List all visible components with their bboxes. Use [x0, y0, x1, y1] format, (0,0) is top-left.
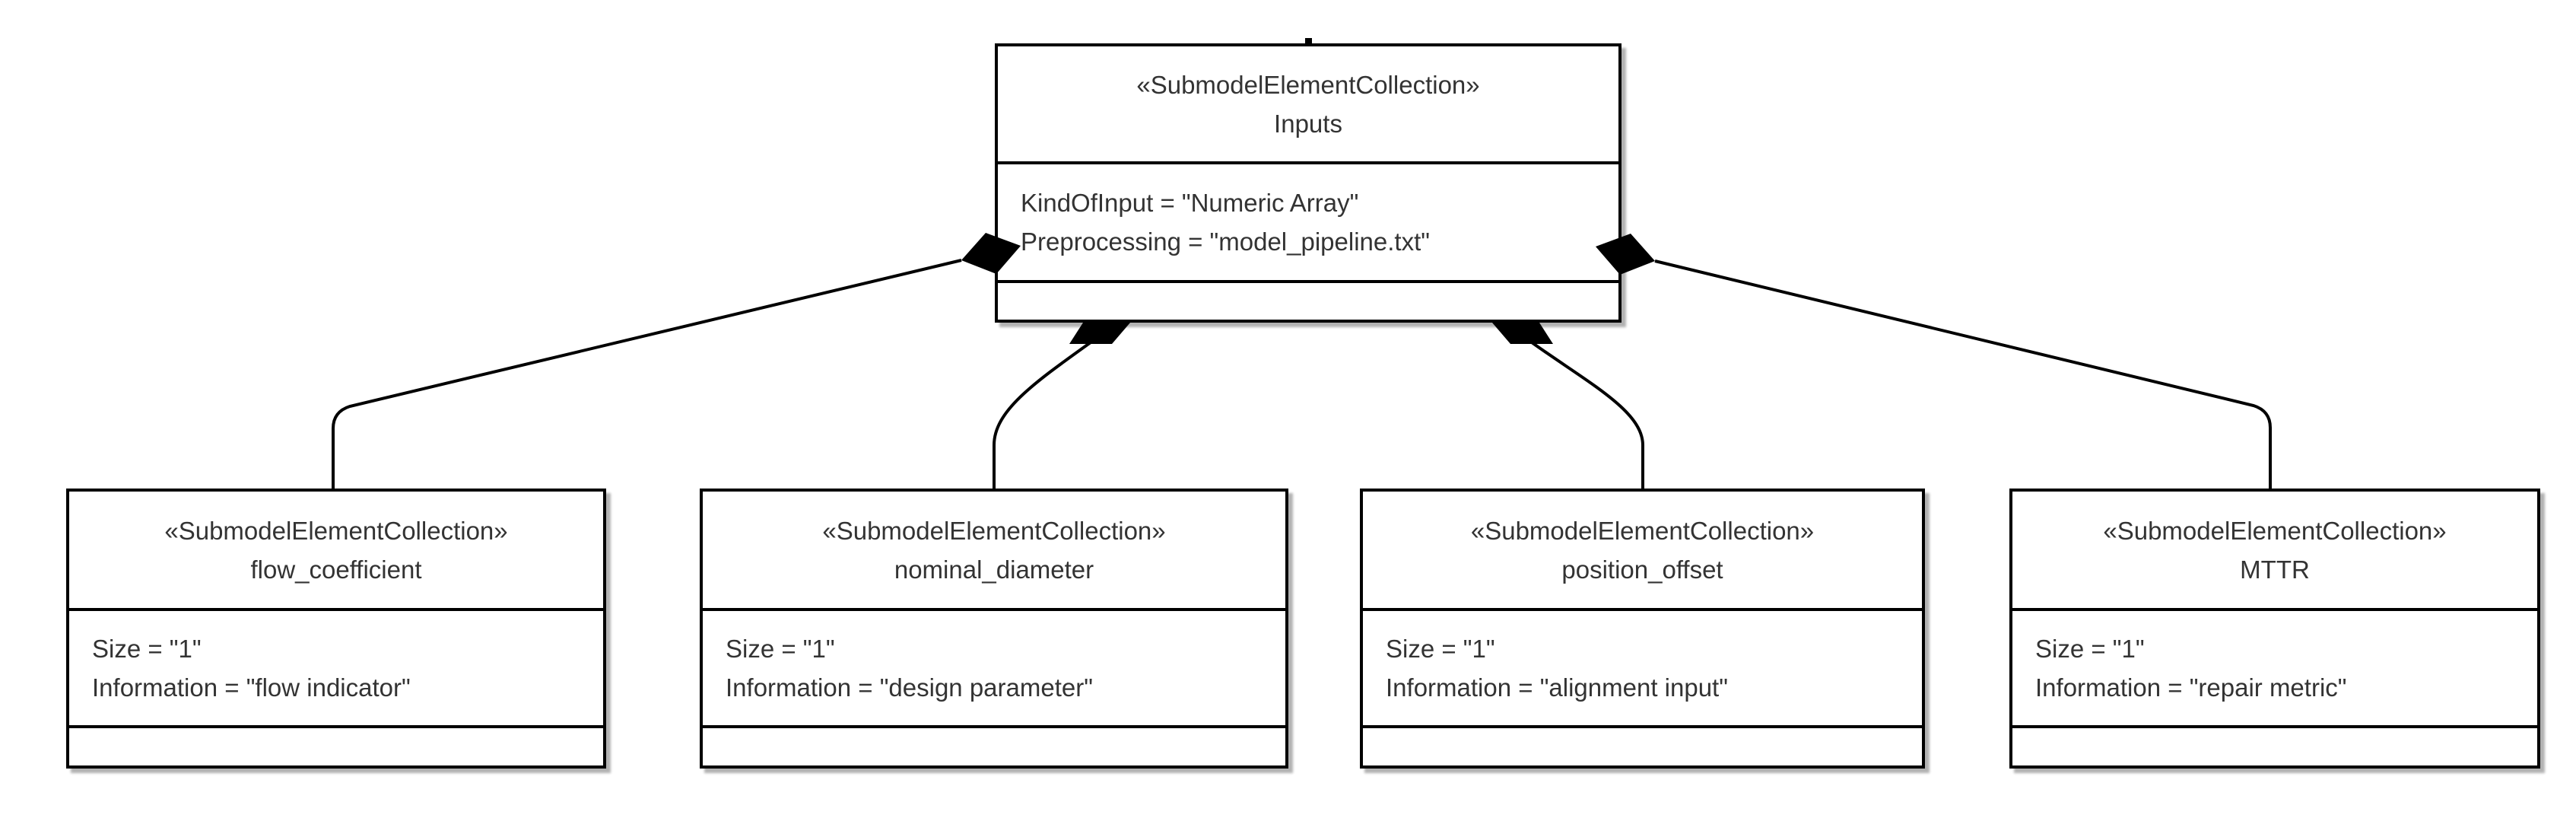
- connector-inputs-position-offset: [1530, 341, 1644, 490]
- stereotype-label: «SubmodelElementCollection»: [1470, 516, 1815, 545]
- connector-inputs-flow-coefficient: [332, 259, 962, 490]
- class-title-compartment: «SubmodelElementCollection» nominal_diam…: [703, 492, 1285, 611]
- class-attributes-compartment: KindOfInput = "Numeric Array" Preprocess…: [998, 164, 1618, 283]
- class-empty-compartment: [703, 728, 1285, 765]
- composition-diamond-bottom-right: [1492, 323, 1553, 344]
- attribute-line: Information = "design parameter": [726, 673, 1093, 702]
- attribute-line: Size = "1": [1386, 635, 1495, 663]
- connector-inputs-mttr: [1654, 259, 2272, 490]
- class-box-position-offset: «SubmodelElementCollection» position_off…: [1360, 489, 1925, 769]
- class-name: nominal_diameter: [894, 555, 1094, 584]
- class-empty-compartment: [1363, 728, 1922, 765]
- class-title-compartment: «SubmodelElementCollection» Inputs: [998, 46, 1618, 164]
- class-name: Inputs: [1274, 109, 1342, 138]
- class-empty-compartment: [69, 728, 603, 765]
- class-box-flow-coefficient: «SubmodelElementCollection» flow_coeffic…: [66, 489, 606, 769]
- class-box-mttr: «SubmodelElementCollection» MTTR Size = …: [2009, 489, 2540, 769]
- class-empty-compartment: [2012, 728, 2537, 765]
- attribute-line: Size = "1": [92, 635, 202, 663]
- class-box-nominal-diameter: «SubmodelElementCollection» nominal_diam…: [700, 489, 1288, 769]
- composition-diamond-bottom-left: [1069, 323, 1130, 344]
- attribute-line: Information = "repair metric": [2035, 673, 2347, 702]
- class-name: flow_coefficient: [250, 555, 422, 584]
- attribute-line: KindOfInput = "Numeric Array": [1021, 189, 1359, 217]
- class-attributes-compartment: Size = "1" Information = "flow indicator…: [69, 611, 603, 728]
- class-attributes-compartment: Size = "1" Information = "alignment inpu…: [1363, 611, 1922, 728]
- class-attributes-compartment: Size = "1" Information = "repair metric": [2012, 611, 2537, 728]
- stereotype-label: «SubmodelElementCollection»: [822, 516, 1166, 545]
- attribute-line: Information = "alignment input": [1386, 673, 1728, 702]
- attribute-line: Preprocessing = "model_pipeline.txt": [1021, 228, 1430, 256]
- class-box-inputs: «SubmodelElementCollection» Inputs KindO…: [995, 43, 1622, 323]
- class-attributes-compartment: Size = "1" Information = "design paramet…: [703, 611, 1285, 728]
- stereotype-label: «SubmodelElementCollection»: [164, 516, 508, 545]
- stereotype-label: «SubmodelElementCollection»: [2103, 516, 2447, 545]
- class-name: MTTR: [2240, 555, 2310, 584]
- class-title-compartment: «SubmodelElementCollection» MTTR: [2012, 492, 2537, 611]
- stereotype-label: «SubmodelElementCollection»: [1136, 70, 1480, 99]
- attribute-line: Size = "1": [2035, 635, 2145, 663]
- connector-inputs-nominal-diameter: [993, 341, 1092, 490]
- attribute-line: Information = "flow indicator": [92, 673, 411, 702]
- class-name: position_offset: [1561, 555, 1723, 584]
- class-title-compartment: «SubmodelElementCollection» flow_coeffic…: [69, 492, 603, 611]
- class-title-compartment: «SubmodelElementCollection» position_off…: [1363, 492, 1922, 611]
- attribute-line: Size = "1": [726, 635, 835, 663]
- class-empty-compartment: [998, 283, 1618, 320]
